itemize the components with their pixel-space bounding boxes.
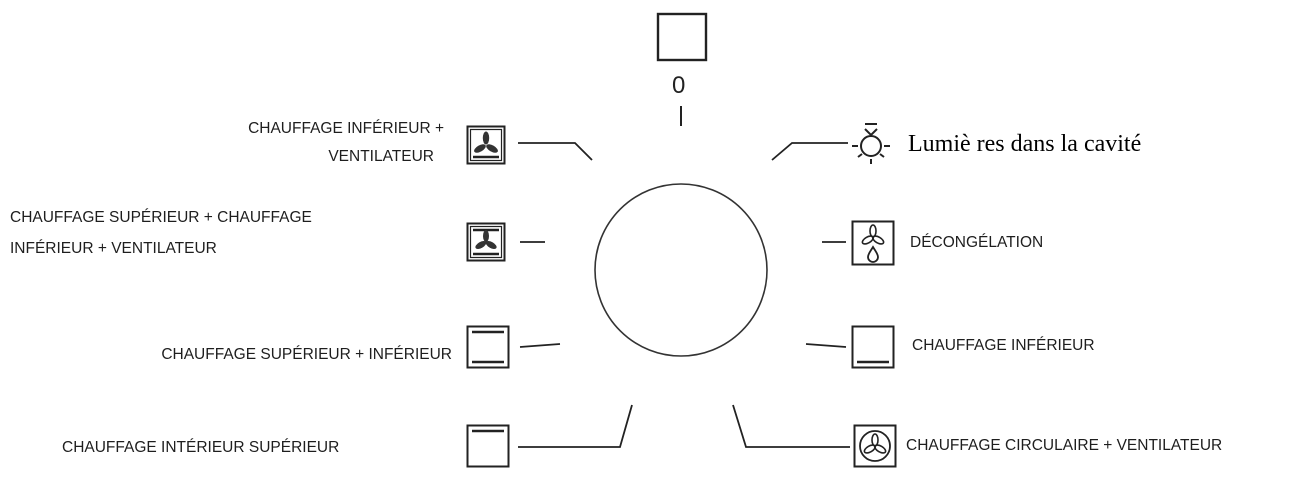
label-defrost: DÉCONGÉLATION xyxy=(910,234,1044,251)
connector-circular-fan xyxy=(732,404,850,448)
label-bottom-fan-1: CHAUFFAGE INFÉRIEUR + xyxy=(248,120,444,137)
off-symbol: 0 xyxy=(672,72,686,99)
connector-top-bottom xyxy=(519,343,561,348)
label-lamp: Lumiè res dans la cavité xyxy=(908,131,1142,157)
circular-fan-icon xyxy=(853,424,897,468)
connector-lamp xyxy=(771,142,848,161)
label-top-bottom: CHAUFFAGE SUPÉRIEUR + INFÉRIEUR xyxy=(161,346,452,363)
label-top-bottom-fan-2: INFÉRIEUR + VENTILATEUR xyxy=(10,240,217,257)
top-heat-icon xyxy=(466,424,510,468)
label-top-inner: CHAUFFAGE INTÉRIEUR SUPÉRIEUR xyxy=(62,439,340,456)
lamp-icon xyxy=(852,123,890,164)
knob-circle xyxy=(594,183,768,357)
connector-bottom-heat xyxy=(805,343,847,348)
empty-square-icon xyxy=(656,12,708,62)
label-top-bottom-fan-1: CHAUFFAGE SUPÉRIEUR + CHAUFFAGE xyxy=(10,209,312,226)
connector-top-inner xyxy=(518,404,633,448)
bottom-fan-icon xyxy=(466,125,506,165)
label-bottom-fan-2: VENTILATEUR xyxy=(328,148,434,165)
bottom-heat-icon xyxy=(851,325,895,369)
connector-bottom-fan xyxy=(518,142,593,161)
top-bottom-fan-icon xyxy=(466,222,506,262)
top-bottom-heat-icon xyxy=(466,325,510,369)
label-circular-fan: CHAUFFAGE CIRCULAIRE + VENTILATEUR xyxy=(906,437,1223,454)
fan-droplet-icon xyxy=(851,220,895,266)
label-bottom-heat: CHAUFFAGE INFÉRIEUR xyxy=(912,337,1095,354)
